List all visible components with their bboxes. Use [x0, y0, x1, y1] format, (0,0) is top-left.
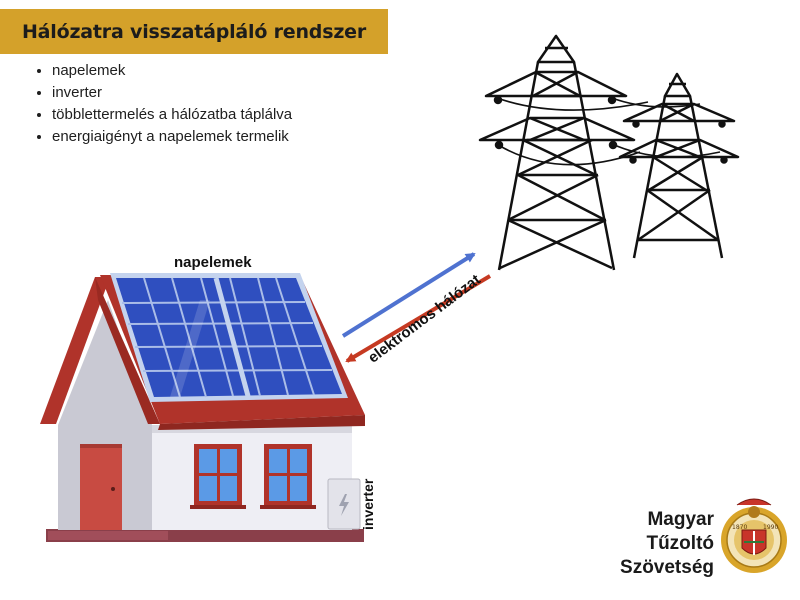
list-item: többlettermelés a hálózatba táplálva	[52, 104, 292, 126]
solar-panels-label: napelemek	[174, 254, 252, 271]
organization-line-2: Tűzoltó	[646, 533, 714, 554]
feature-list: napelemek inverter többlettermelés a hál…	[32, 60, 292, 148]
page-title: Hálózatra visszatápláló rendszer	[21, 20, 367, 43]
grid-arrows	[341, 252, 492, 363]
power-pylon-icon	[478, 34, 740, 271]
organization-name: Magyar Tűzoltó Szövetség	[620, 508, 714, 580]
organization-line-3: Szövetség	[620, 557, 714, 578]
solar-panel-icon	[110, 273, 348, 402]
organization-line-1: Magyar	[647, 509, 714, 530]
arrow-to-grid	[341, 252, 476, 338]
fire-association-seal-icon: 1870 1990	[721, 498, 787, 573]
seal-year-left: 1870	[732, 524, 747, 531]
list-item: napelemek	[52, 60, 292, 82]
inverter-label: inverter	[360, 478, 376, 530]
window-left	[194, 444, 242, 506]
title-banner: Hálózatra visszatápláló rendszer	[0, 9, 388, 54]
window-right	[264, 444, 312, 506]
arrow-from-grid	[345, 274, 492, 363]
list-item: inverter	[52, 82, 292, 104]
inverter-icon	[327, 478, 361, 530]
list-item: energiaigényt a napelemek termelik	[52, 126, 292, 148]
seal-year-right: 1990	[763, 524, 778, 531]
